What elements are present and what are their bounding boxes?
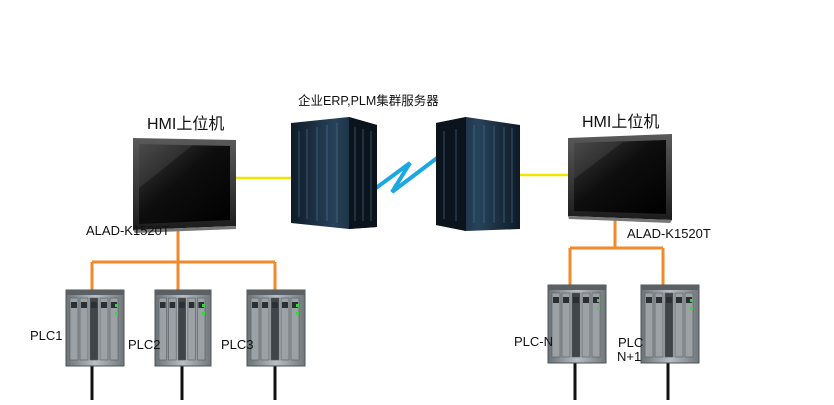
touch-panel-computer-icon [568, 134, 672, 223]
plc-label-plcn: PLC-N [514, 334, 554, 349]
plc-label-plcn1-line1: PLC [618, 335, 644, 350]
plc-module-icon-plc1 [65, 289, 125, 367]
wan-link [374, 156, 439, 194]
plc-module-icon-plc2 [154, 289, 212, 367]
server-rack-icon [436, 117, 520, 231]
plc-module-icon-plcn1 [640, 284, 700, 364]
plc-label-plc2: PLC2 [128, 337, 161, 352]
server-cluster-label: 企业ERP,PLM集群服务器 [298, 94, 439, 108]
hmi-model-label-left: ALAD-K1520T [86, 223, 170, 238]
plc-module-icon-plc3 [246, 289, 306, 367]
hmi-model-label-right: ALAD-K1520T [627, 226, 711, 241]
hmi-label-right: HMI上位机 [582, 114, 660, 131]
server-rack-icon [291, 117, 377, 229]
plc-label-plc1: PLC1 [30, 328, 63, 343]
plc-module-icon-plcn [547, 284, 607, 364]
plc-label-plcn1-line2: N+1 [617, 349, 642, 364]
connection-lines [90, 156, 670, 400]
touch-panel-computer-icon [133, 138, 236, 233]
hmi-label-left: HMI上位机 [147, 116, 225, 133]
plc-label-plc3: PLC3 [221, 337, 254, 352]
